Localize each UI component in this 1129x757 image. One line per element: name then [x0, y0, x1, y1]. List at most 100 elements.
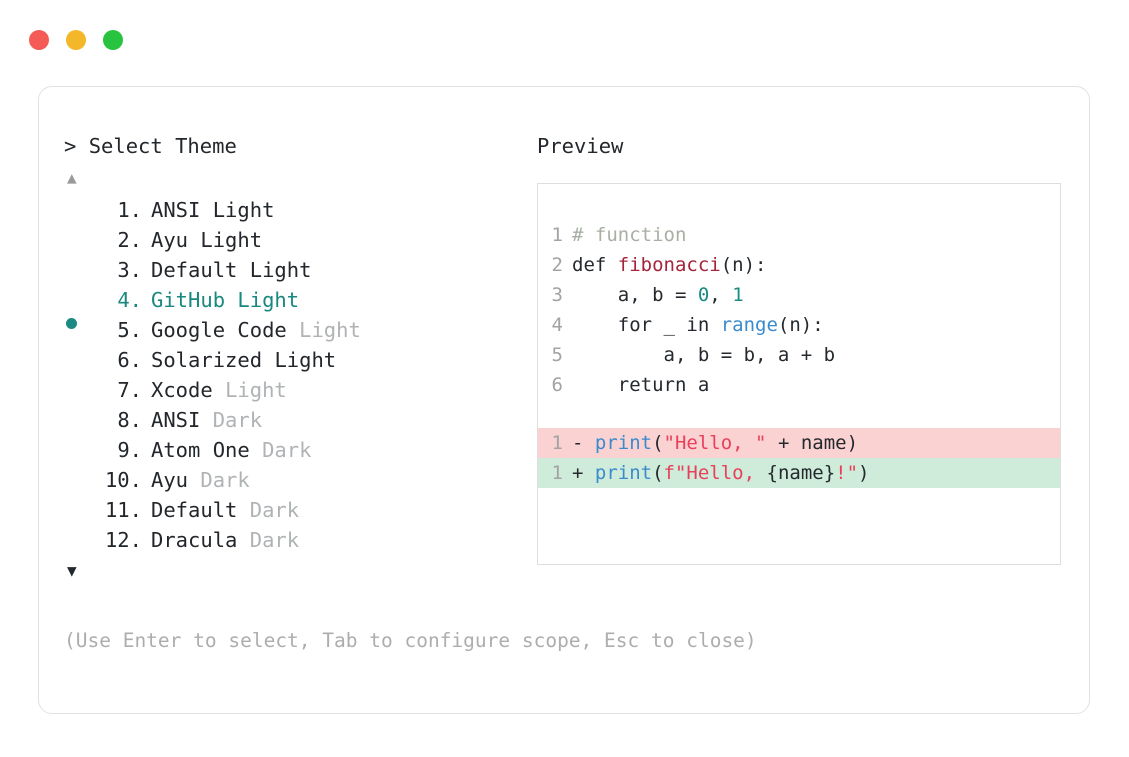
theme-item-index: 8. — [117, 408, 142, 432]
diff-added-line: 1 + print(f"Hello, {name}!") — [538, 458, 1060, 488]
theme-item-name: Google Code — [151, 318, 287, 342]
code-line-content: a, b = 0, 1 — [572, 280, 744, 310]
line-number: 1 — [551, 432, 563, 454]
theme-item-name: Solarized — [151, 348, 263, 372]
theme-item-variant: Dark — [200, 468, 250, 492]
theme-list-item[interactable]: 6.Solarized Light — [64, 345, 534, 375]
code-line-content: a, b = b, a + b — [572, 340, 836, 370]
theme-item-spacer — [200, 405, 212, 435]
theme-item-index: 9. — [117, 438, 142, 462]
theme-item-spacer — [200, 195, 212, 225]
code-token: ( — [652, 462, 664, 484]
code-token: for _ in — [572, 314, 721, 336]
theme-item-variant: Light — [274, 348, 337, 372]
line-number: 2 — [551, 254, 563, 276]
code-line: 5 a, b = b, a + b — [538, 340, 1060, 370]
code-token: 1 — [732, 284, 744, 306]
code-token: (n): — [777, 314, 824, 336]
theme-list-item[interactable]: 9.Atom One Dark — [64, 435, 534, 465]
theme-item-variant: Light — [237, 288, 300, 312]
theme-item-name: Dracula — [151, 528, 238, 552]
theme-item-index: 2. — [117, 228, 142, 252]
theme-item-name: Default — [151, 258, 238, 282]
code-line-content: # function — [572, 220, 686, 250]
theme-item-index: 7. — [117, 378, 142, 402]
code-line-content: + print(f"Hello, {name}!") — [572, 458, 869, 488]
theme-item-index: 10. — [104, 468, 142, 492]
theme-item-spacer — [188, 225, 200, 255]
code-line: 6 return a — [538, 370, 1060, 400]
code-token: def — [572, 254, 618, 276]
theme-list-item[interactable]: 2.Ayu Light — [64, 225, 534, 255]
theme-list-item[interactable]: 8. ANSI Dark — [64, 405, 534, 435]
diff-sign: - — [572, 432, 595, 454]
theme-list-item[interactable]: 10.Ayu Dark — [64, 465, 534, 495]
code-line-content: - print("Hello, " + name) — [572, 428, 858, 458]
code-token: return a — [572, 374, 710, 396]
code-token: print — [594, 462, 653, 484]
code-token: "Hello, " — [663, 432, 767, 454]
theme-list-item[interactable]: 11. Default Dark — [64, 495, 534, 525]
theme-item-spacer — [225, 285, 237, 315]
theme-item-variant: Dark — [262, 438, 312, 462]
theme-item-variant: Dark — [212, 408, 263, 432]
line-number: 5 — [551, 344, 563, 366]
code-token: (n): — [720, 254, 767, 276]
page-title-text: Select Theme — [88, 134, 237, 158]
theme-item-spacer — [213, 375, 225, 405]
diff-block: 1- print("Hello, " + name)1+ print(f"Hel… — [538, 428, 1060, 488]
code-line: 1# function — [538, 220, 1060, 250]
minimize-window-button[interactable] — [66, 30, 86, 50]
theme-item-variant: Dark — [249, 498, 300, 522]
theme-list-item[interactable]: 12. Dracula Dark — [64, 525, 534, 555]
theme-item-variant: Light — [225, 378, 287, 402]
theme-item-index: 3. — [117, 258, 142, 282]
maximize-window-button[interactable] — [103, 30, 123, 50]
line-number: 1 — [551, 462, 563, 484]
code-line-content: for _ in range(n): — [572, 310, 824, 340]
window-controls — [29, 30, 123, 50]
theme-list-item[interactable]: 3.Default Light — [64, 255, 534, 285]
close-window-button[interactable] — [29, 30, 49, 50]
code-token: + name) — [766, 432, 859, 454]
preview-title: Preview — [537, 134, 624, 158]
diff-removed-line: 1 - print("Hello, " + name) — [538, 428, 1060, 458]
theme-list-item[interactable]: 7. Xcode Light — [64, 375, 534, 405]
theme-item-index: 11. — [104, 498, 142, 522]
page-title: > Select Theme — [64, 133, 534, 159]
code-token: # function — [572, 224, 687, 246]
theme-item-variant: Light — [200, 228, 263, 252]
scroll-down-icon[interactable]: ▼ — [67, 561, 77, 580]
theme-list-item[interactable]: 5.Google Code Light — [64, 315, 534, 345]
theme-item-variant: Light — [212, 198, 275, 222]
code-token: a, b = — [572, 284, 698, 306]
line-number: 6 — [551, 374, 563, 396]
code-token: f"Hello, — [663, 462, 767, 484]
keyboard-hint: (Use Enter to select, Tab to configure s… — [64, 629, 757, 652]
theme-item-variant: Light — [299, 318, 361, 342]
code-blank-line — [538, 400, 1060, 428]
theme-item-index: 12. — [104, 528, 142, 552]
theme-item-name: Xcode — [151, 378, 213, 402]
theme-item-variant: Dark — [249, 528, 300, 552]
selected-bullet-icon — [66, 318, 77, 329]
theme-item-name: Default — [151, 498, 238, 522]
theme-list-item[interactable]: 4.GitHub Light — [64, 285, 534, 329]
theme-item-index: 1. — [117, 198, 142, 222]
line-number: 3 — [551, 284, 563, 306]
theme-list-item[interactable]: 1. ANSI Light — [64, 195, 534, 225]
line-number: 4 — [551, 314, 563, 336]
code-line: 4 for _ in range(n): — [538, 310, 1060, 340]
theme-item-spacer — [262, 345, 274, 375]
theme-item-spacer — [237, 525, 249, 555]
theme-item-name: ANSI — [151, 198, 201, 222]
scroll-up-icon[interactable]: ▲ — [67, 168, 77, 187]
theme-item-name: ANSI — [151, 408, 201, 432]
code-token: , — [709, 284, 733, 306]
